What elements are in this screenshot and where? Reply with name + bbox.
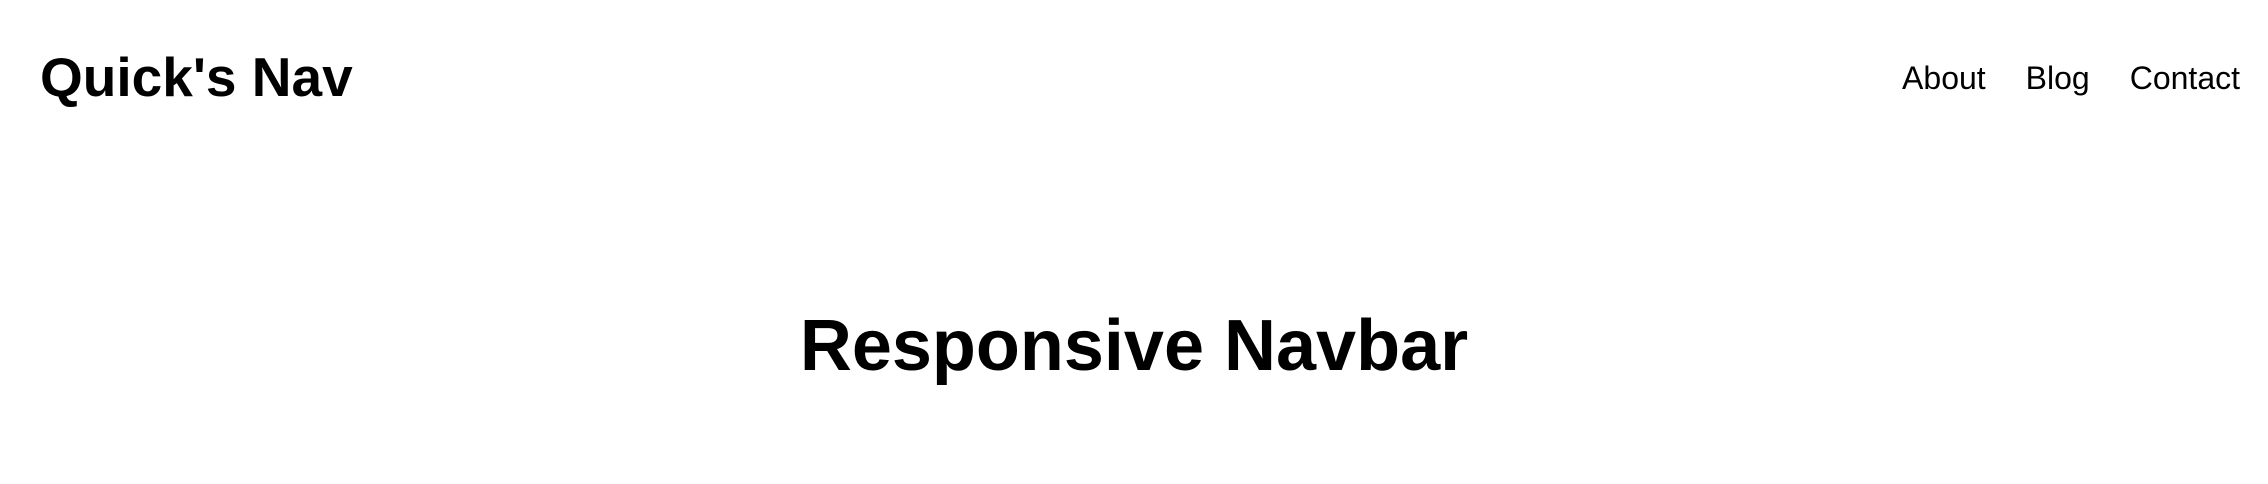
hero-section: Responsive Navbar <box>0 310 2268 382</box>
nav-link-contact[interactable]: Contact <box>2129 60 2240 96</box>
brand-logo[interactable]: Quick's Nav <box>40 46 353 108</box>
nav-link-about[interactable]: About <box>1902 60 1986 96</box>
nav-link-blog[interactable]: Blog <box>2025 60 2090 96</box>
hero-title: Responsive Navbar <box>799 306 1469 386</box>
nav-links: About Blog Contact <box>1902 62 2240 94</box>
navbar: Quick's Nav About Blog Contact <box>0 0 2268 170</box>
